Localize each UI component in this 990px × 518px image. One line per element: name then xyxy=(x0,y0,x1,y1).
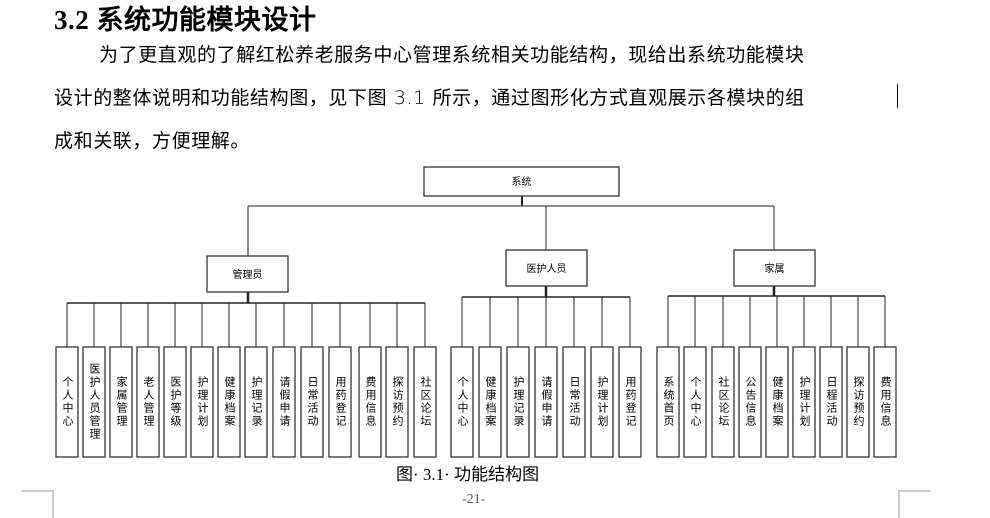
module-label: 护理计划 xyxy=(196,376,209,428)
module-node xyxy=(217,346,241,458)
module-label: 个人中心 xyxy=(456,376,469,428)
module-node xyxy=(656,346,680,458)
module-node xyxy=(683,346,707,458)
module-label: 系统首页 xyxy=(662,376,675,428)
module-node xyxy=(765,346,789,458)
module-label: 护理记录 xyxy=(512,376,525,428)
module-label: 费用信息 xyxy=(364,376,377,428)
role-node-label: 管理员 xyxy=(233,268,263,281)
module-label: 社区论坛 xyxy=(717,376,730,428)
module-node xyxy=(190,346,214,458)
root-node-label: 系统 xyxy=(512,175,532,188)
role-node-label: 医护人员 xyxy=(527,262,567,275)
module-label: 日常活动 xyxy=(306,376,319,428)
module-label: 医护人员管理 xyxy=(88,363,101,441)
module-node xyxy=(328,346,352,458)
module-label: 个人中心 xyxy=(61,376,74,428)
module-label: 费用信息 xyxy=(879,376,892,428)
module-node xyxy=(738,346,762,458)
module-node xyxy=(618,346,642,458)
module-node xyxy=(272,346,296,458)
module-node xyxy=(450,346,474,458)
module-node xyxy=(300,346,324,458)
module-node xyxy=(873,346,897,458)
module-node xyxy=(534,346,558,458)
page-corner-mark-left xyxy=(21,490,54,518)
module-node xyxy=(478,346,502,458)
module-node xyxy=(590,346,614,458)
module-node xyxy=(846,346,870,458)
module-label: 健康档案 xyxy=(484,376,497,428)
module-label: 护理计划 xyxy=(798,376,811,428)
module-node xyxy=(413,346,437,458)
module-node xyxy=(55,346,79,458)
module-node xyxy=(792,346,816,458)
module-label: 健康档案 xyxy=(771,376,784,428)
module-node xyxy=(136,346,160,458)
module-label: 社区论坛 xyxy=(419,376,432,428)
module-node xyxy=(358,346,382,458)
module-label: 用药登记 xyxy=(334,376,347,428)
module-label: 用药登记 xyxy=(624,376,637,428)
module-node xyxy=(82,346,106,458)
module-label: 健康档案 xyxy=(223,376,236,428)
paragraph-line-3: 成和关联，方便理解。 xyxy=(54,130,251,152)
text-cursor xyxy=(897,84,898,108)
role-node-label: 家属 xyxy=(765,262,785,275)
page-number: -21- xyxy=(462,492,486,507)
paragraph-line-2: 设计的整体说明和功能结构图，见下图 3.1 所示，通过图形化方式直观展示各模块的… xyxy=(54,87,805,109)
module-label: 日程活动 xyxy=(825,376,838,428)
module-label: 医护等级 xyxy=(169,376,182,428)
role-node xyxy=(505,249,588,287)
module-node xyxy=(819,346,843,458)
module-label: 个人中心 xyxy=(689,376,702,428)
module-node xyxy=(711,346,735,458)
module-node xyxy=(163,346,187,458)
module-label: 公告信息 xyxy=(744,376,757,428)
section-heading: 3.2 系统功能模块设计 xyxy=(54,5,317,35)
module-node xyxy=(506,346,530,458)
module-label: 探访预约 xyxy=(852,376,865,428)
module-node xyxy=(109,346,133,458)
module-label: 护理记录 xyxy=(250,376,263,428)
module-label: 家属管理 xyxy=(115,376,128,428)
module-label: 请假申请 xyxy=(278,376,291,428)
module-node xyxy=(385,346,409,458)
paragraph-line-1: 为了更直观的了解红松养老服务中心管理系统相关功能结构，现给出系统功能模块 xyxy=(99,44,805,66)
module-node xyxy=(244,346,268,458)
module-label: 探访预约 xyxy=(391,376,404,428)
page-corner-mark-right xyxy=(898,490,931,518)
module-node xyxy=(562,346,586,458)
module-label: 日常活动 xyxy=(568,376,581,428)
module-label: 老人管理 xyxy=(142,376,155,428)
module-label: 请假申请 xyxy=(540,376,553,428)
module-label: 护理计划 xyxy=(596,376,609,428)
figure-caption: 图· 3.1· 功能结构图 xyxy=(396,465,540,484)
